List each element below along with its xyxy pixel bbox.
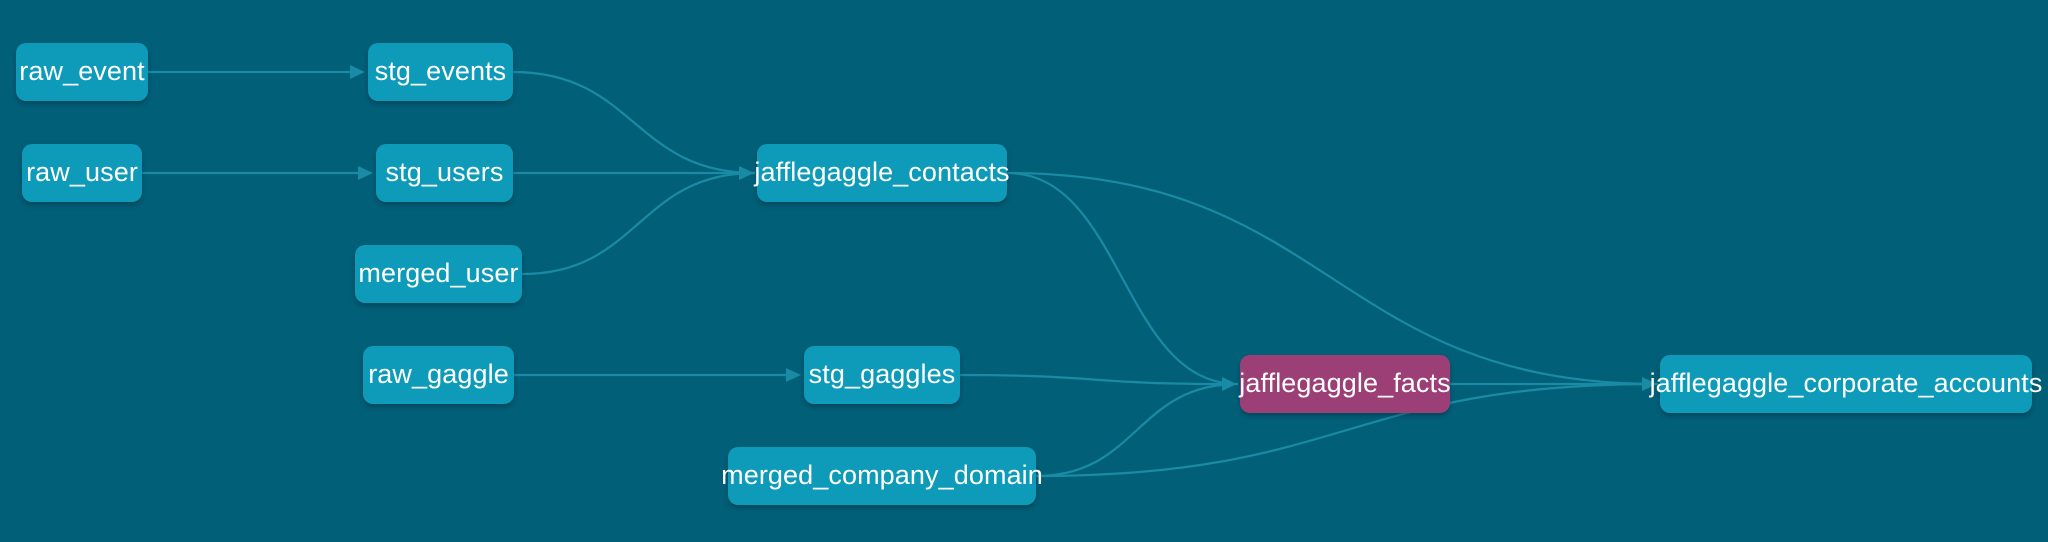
graph-node-label: stg_events	[374, 55, 507, 86]
graph-edge-arrowhead	[1222, 377, 1237, 391]
graph-node-raw_gaggle[interactable]: raw_gaggle	[363, 346, 514, 404]
graph-node-label: jafflegaggle_corporate_accounts	[1649, 367, 2043, 398]
graph-node-merged_user[interactable]: merged_user	[355, 245, 522, 303]
graph-edge-arrowhead	[739, 166, 754, 180]
graph-node-merged_company_domain[interactable]: merged_company_domain	[721, 447, 1043, 505]
graph-node-jafflegaggle_corporate_accounts[interactable]: jafflegaggle_corporate_accounts	[1650, 355, 2042, 413]
graph-node-stg_users[interactable]: stg_users	[376, 144, 513, 202]
graph-node-label: raw_event	[19, 55, 145, 86]
graph-edge-jafflegaggle_contacts-to-jafflegaggle_facts	[1006, 171, 1239, 386]
graph-node-label: jafflegaggle_facts	[1239, 367, 1451, 398]
graph-edge-arrowhead	[358, 166, 373, 180]
graph-node-label: raw_gaggle	[368, 358, 509, 389]
graph-node-label: raw_user	[26, 156, 138, 187]
graph-node-raw_user[interactable]: raw_user	[22, 144, 142, 202]
graph-edge-merged_user-to-jafflegaggle_contacts	[521, 171, 756, 276]
graph-node-stg_gaggles[interactable]: stg_gaggles	[804, 346, 960, 404]
graph-edge-arrowhead	[350, 65, 365, 79]
graph-edge-stg_gaggles-to-jafflegaggle_facts	[959, 373, 1227, 386]
graph-node-jafflegaggle_facts[interactable]: jafflegaggle_facts	[1239, 355, 1451, 413]
graph-node-stg_events[interactable]: stg_events	[368, 43, 513, 101]
graph-node-label: merged_user	[358, 257, 519, 288]
graph-node-label: jafflegaggle_contacts	[754, 156, 1010, 187]
graph-node-label: stg_gaggles	[808, 358, 956, 389]
graph-edge-arrowhead	[786, 368, 801, 382]
graph-edge-merged_company_domain-to-jafflegaggle_facts	[1035, 382, 1239, 478]
graph-node-raw_event[interactable]: raw_event	[16, 43, 148, 101]
graph-edge-jafflegaggle_contacts-to-jafflegaggle_corporate_accounts	[1006, 171, 1659, 386]
graph-node-label: stg_users	[385, 156, 504, 187]
graph-node-jafflegaggle_contacts[interactable]: jafflegaggle_contacts	[754, 144, 1010, 202]
graph-edge-stg_events-to-jafflegaggle_contacts	[512, 70, 756, 175]
graph-node-label: merged_company_domain	[721, 459, 1043, 490]
